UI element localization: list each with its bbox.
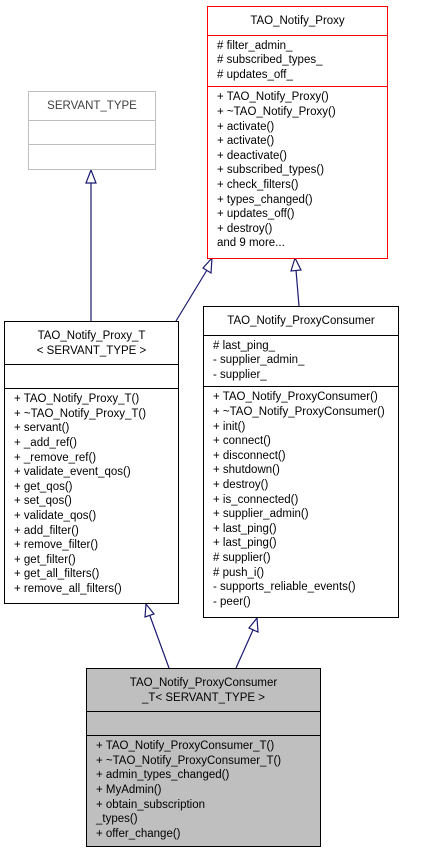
member-entry[interactable]: + destroy() <box>217 222 273 235</box>
member-entry[interactable]: + get_all_filters() <box>14 568 100 581</box>
member-entry[interactable]: + connect() <box>213 435 271 448</box>
methods-section: + TAO_Notify_Proxy()+ ~TAO_Notify_Proxy(… <box>208 86 387 255</box>
inherit-arrowhead-proxy-left <box>202 256 213 275</box>
member-entry[interactable]: # filter_admin_ <box>217 39 293 52</box>
class-name-tao-notify-proxyconsumer-t[interactable]: TAO_Notify_ProxyConsumer _T< SERVANT_TYP… <box>87 669 320 711</box>
member-entry[interactable]: + updates_off() <box>217 208 295 221</box>
member-entry[interactable]: + ~TAO_Notify_ProxyConsumer_T() <box>96 754 282 767</box>
member-entry[interactable]: + validate_event_qos() <box>14 466 131 479</box>
inherit-line-proxy-t-proxy <box>175 269 208 322</box>
member-entry[interactable]: + ~TAO_Notify_ProxyConsumer() <box>213 405 385 418</box>
member-entry[interactable]: + check_filters() <box>217 178 299 191</box>
member-entry[interactable]: # push_i() <box>213 566 265 579</box>
member-entry[interactable]: + ~TAO_Notify_Proxy() <box>217 105 336 118</box>
member-entry[interactable]: + subscribed_types() <box>217 164 325 177</box>
member-entry[interactable]: + offer_change() <box>96 827 181 840</box>
class-box-tao-notify-proxyconsumer-t[interactable]: TAO_Notify_ProxyConsumer _T< SERVANT_TYP… <box>86 668 321 847</box>
member-entry[interactable]: - supplier_admin_ <box>213 354 305 367</box>
inherit-arrowhead-servant-type <box>85 168 97 184</box>
member-entry[interactable]: + types_changed() <box>217 193 313 206</box>
member-entry[interactable]: + init() <box>213 420 246 433</box>
member-entry[interactable]: # supplier() <box>213 551 271 564</box>
attributes-section <box>87 711 320 735</box>
member-entry[interactable]: - peer() <box>213 595 251 608</box>
member-entry[interactable]: + is_connected() <box>213 493 299 506</box>
methods-section: + TAO_Notify_ProxyConsumer()+ ~TAO_Notif… <box>204 386 398 613</box>
methods-section: + TAO_Notify_ProxyConsumer_T()+ ~TAO_Not… <box>87 735 320 845</box>
class-box-tao-notify-proxyconsumer[interactable]: TAO_Notify_ProxyConsumer # last_ping_ - s… <box>203 306 399 618</box>
member-entry[interactable]: + MyAdmin() <box>96 783 162 796</box>
member-entry[interactable]: and 9 more... <box>217 237 285 250</box>
member-entry[interactable]: + add_filter() <box>14 524 79 537</box>
inherit-line-proxyconsumer-proxy <box>295 269 300 307</box>
attributes-section: # filter_admin_ # subscribed_types_# upda… <box>208 34 387 87</box>
member-entry[interactable]: + get_filter() <box>14 553 76 566</box>
member-entry[interactable]: + validate_qos() <box>14 509 97 522</box>
member-entry[interactable]: + destroy() <box>213 478 269 491</box>
inherit-line-proxyconsumer-t-proxyconsumer <box>235 629 254 669</box>
member-entry[interactable]: + TAO_Notify_Proxy() <box>217 91 329 104</box>
class-box-tao-notify-proxy[interactable]: TAO_Notify_Proxy # filter_admin_ # subscr… <box>207 6 388 259</box>
member-entry[interactable]: + set_qos() <box>14 495 72 508</box>
member-entry[interactable]: + supplier_admin() <box>213 508 309 521</box>
member-entry[interactable]: + disconnect() <box>213 449 286 462</box>
member-entry[interactable]: + remove_all_filters() <box>14 582 122 595</box>
member-entry[interactable]: + shutdown() <box>213 464 280 477</box>
class-name-tao-notify-proxy-t[interactable]: TAO_Notify_Proxy_T < SERVANT_TYPE > <box>5 322 178 364</box>
member-entry[interactable]: - supplier_ <box>213 368 267 381</box>
attributes-section: # last_ping_ - supplier_admin_- supplier_ <box>204 334 398 387</box>
inherit-line-proxyconsumer-t-proxy-t <box>149 615 170 669</box>
member-entry[interactable]: + servant() <box>14 422 70 435</box>
class-box-tao-notify-proxy-t[interactable]: TAO_Notify_Proxy_T < SERVANT_TYPE > + TA… <box>4 321 179 604</box>
member-entry[interactable]: # last_ping_ <box>213 339 276 352</box>
class-name-tao-notify-proxy[interactable]: TAO_Notify_Proxy <box>250 15 345 27</box>
member-entry[interactable]: + deactivate() <box>217 149 287 162</box>
inherit-arrowhead-proxy-right <box>290 256 302 272</box>
methods-section <box>29 143 155 168</box>
class-name-line: TAO_Notify_ProxyConsumer <box>129 677 278 689</box>
member-entry[interactable]: + last_ping() <box>213 537 277 550</box>
class-name-line: < SERVANT_TYPE > <box>36 344 147 357</box>
inherit-arrowhead-proxy-t <box>144 602 156 618</box>
member-entry[interactable]: + ~TAO_Notify_Proxy_T() <box>14 407 147 420</box>
member-entry[interactable]: + activate() <box>217 135 275 148</box>
class-name-line: TAO_Notify_Proxy_T <box>37 330 146 342</box>
member-entry[interactable]: # subscribed_types_ <box>217 54 323 67</box>
member-entry[interactable]: + obtain_subscription <box>96 798 206 811</box>
member-entry[interactable]: + TAO_Notify_Proxy_T() <box>14 393 140 406</box>
attributes-section <box>29 119 155 144</box>
class-box-servant-type[interactable]: SERVANT_TYPE <box>28 91 156 170</box>
attributes-section <box>5 364 178 388</box>
member-entry[interactable]: # updates_off_ <box>217 68 293 81</box>
class-name-servant-type[interactable]: SERVANT_TYPE <box>47 100 137 112</box>
class-name-line: _T< SERVANT_TYPE > <box>142 691 265 704</box>
member-entry[interactable]: + _remove_ref() <box>14 451 97 464</box>
inherit-arrowhead-proxyconsumer <box>248 616 259 633</box>
member-entry[interactable]: _types() <box>96 813 138 826</box>
member-entry[interactable]: + activate() <box>217 120 275 133</box>
member-entry[interactable]: + admin_types_changed() <box>96 769 230 782</box>
member-entry[interactable]: - supports_reliable_events() <box>213 581 356 594</box>
member-entry[interactable]: + last_ping() <box>213 522 277 535</box>
member-entry[interactable]: + _add_ref() <box>14 436 77 449</box>
methods-section: + TAO_Notify_Proxy_T()+ ~TAO_Notify_Prox… <box>5 388 178 600</box>
member-entry[interactable]: + TAO_Notify_ProxyConsumer_T() <box>96 740 275 753</box>
member-entry[interactable]: + TAO_Notify_ProxyConsumer() <box>213 391 378 404</box>
member-entry[interactable]: + remove_filter() <box>14 539 99 552</box>
class-name-tao-notify-proxyconsumer[interactable]: TAO_Notify_ProxyConsumer <box>227 315 375 327</box>
member-entry[interactable]: + get_qos() <box>14 480 73 493</box>
